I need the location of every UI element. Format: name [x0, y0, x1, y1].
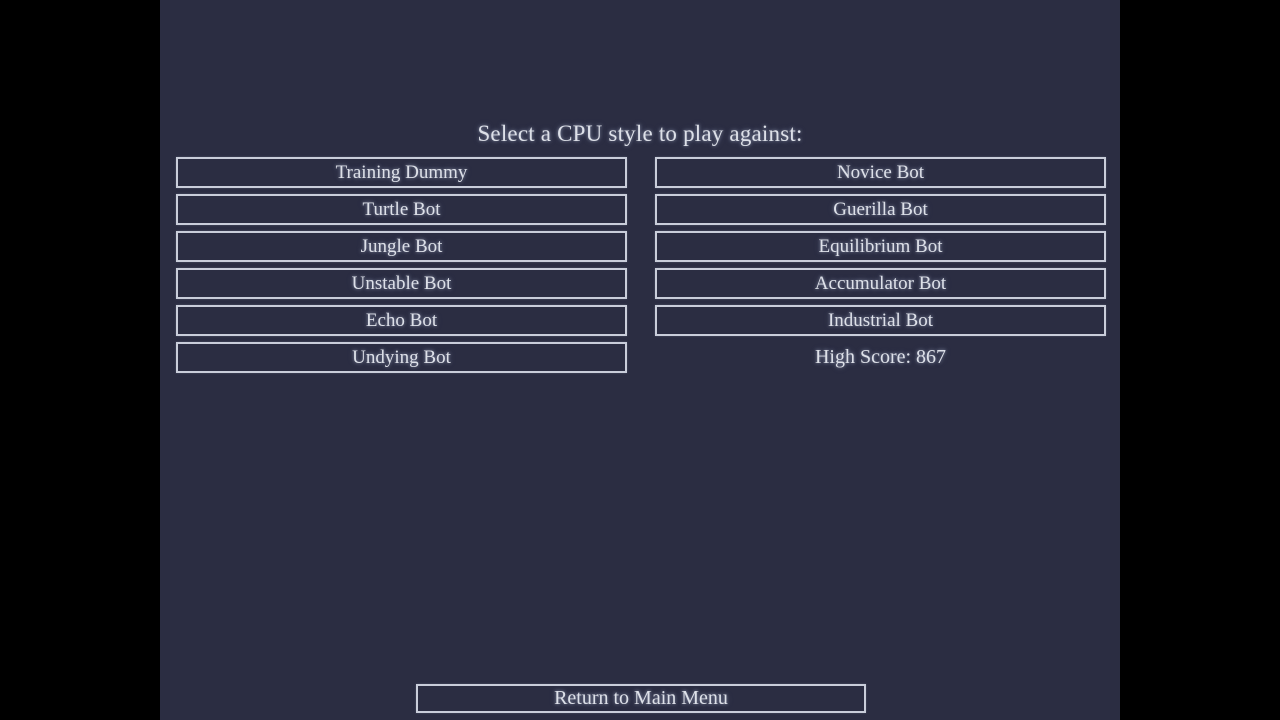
cpu-option-jungle-bot[interactable]: Jungle Bot — [176, 231, 627, 262]
cpu-option-accumulator-bot[interactable]: Accumulator Bot — [655, 268, 1106, 299]
game-viewport: Select a CPU style to play against: Trai… — [160, 0, 1120, 720]
cpu-option-unstable-bot[interactable]: Unstable Bot — [176, 268, 627, 299]
cpu-option-equilibrium-bot[interactable]: Equilibrium Bot — [655, 231, 1106, 262]
cpu-option-novice-bot[interactable]: Novice Bot — [655, 157, 1106, 188]
return-to-main-menu-button[interactable]: Return to Main Menu — [416, 684, 866, 713]
letterbox-right — [1120, 0, 1280, 720]
cpu-option-training-dummy[interactable]: Training Dummy — [176, 157, 627, 188]
cpu-option-undying-bot[interactable]: Undying Bot — [176, 342, 627, 373]
cpu-option-guerilla-bot[interactable]: Guerilla Bot — [655, 194, 1106, 225]
cpu-option-echo-bot[interactable]: Echo Bot — [176, 305, 627, 336]
page-title: Select a CPU style to play against: — [477, 121, 803, 146]
high-score-label: High Score: 867 — [814, 346, 947, 368]
cpu-option-industrial-bot[interactable]: Industrial Bot — [655, 305, 1106, 336]
cpu-list-left-column: Training Dummy Turtle Bot Jungle Bot Uns… — [176, 157, 627, 379]
cpu-option-turtle-bot[interactable]: Turtle Bot — [176, 194, 627, 225]
letterbox-left — [0, 0, 160, 720]
cpu-list-right-column: Novice Bot Guerilla Bot Equilibrium Bot … — [655, 157, 1106, 373]
